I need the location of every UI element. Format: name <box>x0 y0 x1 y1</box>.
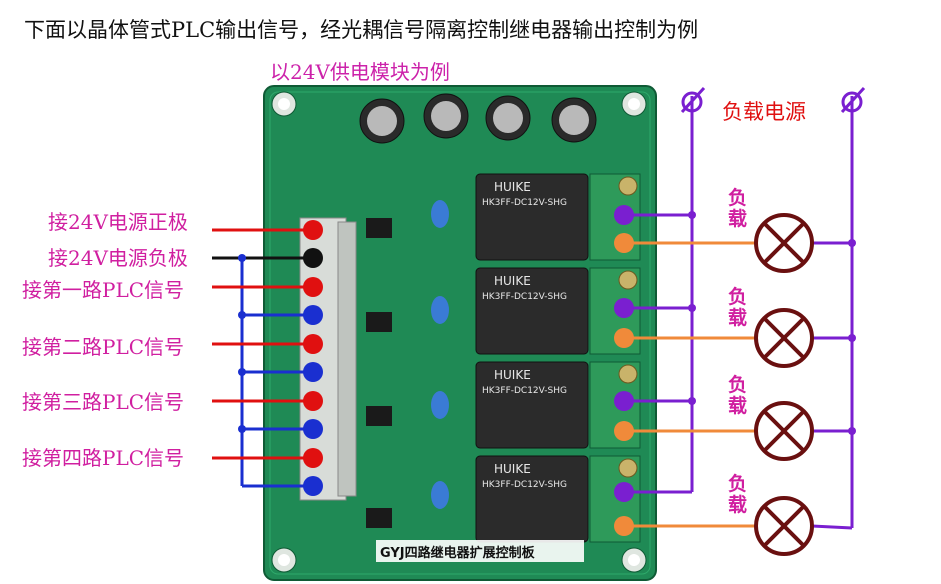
load-power-label: 负载电源 <box>722 100 806 124</box>
input-wiring <box>212 228 312 488</box>
label-24v-negative: 接24V电源负极 <box>48 246 188 270</box>
relay-2-brand: HUIKE <box>494 274 531 288</box>
label-plc-channel-3: 接第三路PLC信号 <box>22 390 185 414</box>
input-terminal-dots <box>303 220 323 496</box>
page-title: 下面以晶体管式PLC输出信号，经光耦信号隔离控制继电器输出控制为例 <box>24 18 699 42</box>
output-terminal-dots <box>614 205 634 536</box>
relay-1-brand: HUIKE <box>494 180 531 194</box>
power-source-terminal-icons <box>680 86 866 114</box>
opto-couplers <box>366 218 392 528</box>
label-plc-channel-4: 接第四路PLC信号 <box>22 446 185 470</box>
capacitors <box>359 93 597 144</box>
relay-4-brand: HUIKE <box>494 462 531 476</box>
relay-2-model: HK3FF-DC12V-SHG <box>482 292 567 302</box>
board-label: GYJ四路继电器扩展控制板 <box>380 546 535 561</box>
load-label-2: 负载 <box>728 286 748 329</box>
relay-4-model: HK3FF-DC12V-SHG <box>482 480 567 490</box>
relay-1-model: HK3FF-DC12V-SHG <box>482 198 567 208</box>
relays <box>475 173 589 543</box>
load-wiring <box>624 96 856 530</box>
subtitle: 以24V供电模块为例 <box>270 60 450 84</box>
load-label-4: 负载 <box>728 473 748 516</box>
relay-3-model: HK3FF-DC12V-SHG <box>482 386 567 396</box>
label-plc-channel-2: 接第二路PLC信号 <box>22 335 185 359</box>
load-label-1: 负载 <box>728 187 748 230</box>
relay-3-brand: HUIKE <box>494 368 531 382</box>
relay-board <box>263 85 657 581</box>
ceramic-capacitors <box>431 200 449 509</box>
label-24v-positive: 接24V电源正极 <box>48 210 188 234</box>
label-plc-channel-1: 接第一路PLC信号 <box>22 278 185 302</box>
load-label-3: 负载 <box>728 374 748 417</box>
output-terminals <box>589 173 641 543</box>
lamp-icons <box>754 213 814 556</box>
mounting-holes <box>271 91 647 573</box>
